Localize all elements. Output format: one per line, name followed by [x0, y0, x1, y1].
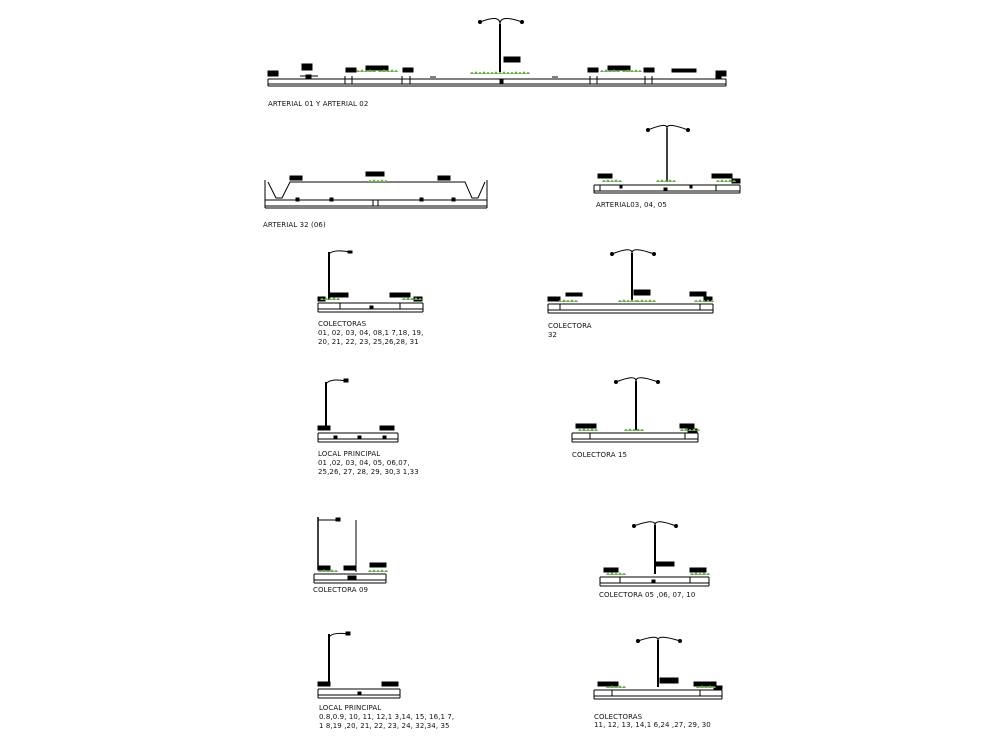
grass-colectora-05: [606, 572, 710, 575]
label-local-principal-b: LOCAL PRINCIPAL: [319, 704, 382, 712]
label-arterial-03-04-05: ARTERIAL03, 04, 05: [596, 201, 667, 209]
label-local-principal-a-list2: 25,26, 27, 28, 29, 30,3 1,33: [318, 468, 419, 476]
section-colectora-05-10: [599, 521, 710, 587]
label-colectora-05-10: COLECTORA 05 ,06, 07, 10: [599, 591, 696, 599]
label-colectora-15: COLECTORA 15: [572, 451, 628, 459]
label-colectoras-main-list1: 01, 02, 03, 04, 08,1 7,18, 19,: [318, 329, 424, 337]
label-colectora-09: COLECTORA 09: [313, 586, 369, 594]
grass-arterial-03: [602, 179, 736, 182]
section-colectoras-b: [593, 636, 723, 700]
label-arterial-01-02: ARTERIAL 01 Y ARTERIAL 02: [268, 100, 369, 108]
section-local-principal-a: [317, 378, 399, 443]
label-colectora-32: COLECTORA: [548, 322, 592, 330]
label-local-principal-b-list1: 0.8,0.9, 10, 11, 12,1 3,14, 15, 16,1 7,: [319, 713, 455, 721]
grass-arterial-32: [368, 179, 388, 182]
grass-colectoras-main: [320, 297, 422, 300]
label-local-principal-a: LOCAL PRINCIPAL: [318, 450, 381, 458]
grass-colectora-32: [558, 299, 714, 302]
section-colectoras-main: [317, 250, 424, 313]
label-local-principal-b-list2: 1 8,19 ,20, 21, 22, 23, 24, 32,34, 35: [319, 722, 450, 730]
label-arterial-32: ARTERIAL 32 (06): [263, 221, 326, 229]
section-arterial-01-02: [267, 18, 727, 87]
label-local-principal-a-list1: 01 ,02, 03, 04, 05, 06,07,: [318, 459, 410, 467]
section-arterial-32: [264, 171, 488, 209]
label-colectoras-b: COLECTORAS: [594, 713, 643, 721]
label-colectoras-main: COLECTORAS: [318, 320, 367, 328]
section-colectora-32: [547, 249, 714, 314]
section-arterial-03: [593, 124, 741, 194]
section-local-principal-b: [317, 631, 401, 699]
label-colectoras-b-list: 11, 12, 13, 14,1 6,24 ,27, 29, 30: [594, 721, 711, 729]
grass-colectora-15: [578, 428, 700, 431]
section-colectora-09: [313, 517, 387, 584]
section-colectora-15: [571, 377, 699, 443]
label-colectoras-main-list2: 20, 21, 22, 23, 25,26,28, 31: [318, 338, 419, 346]
label-colectora-32-number: 32: [548, 331, 558, 339]
